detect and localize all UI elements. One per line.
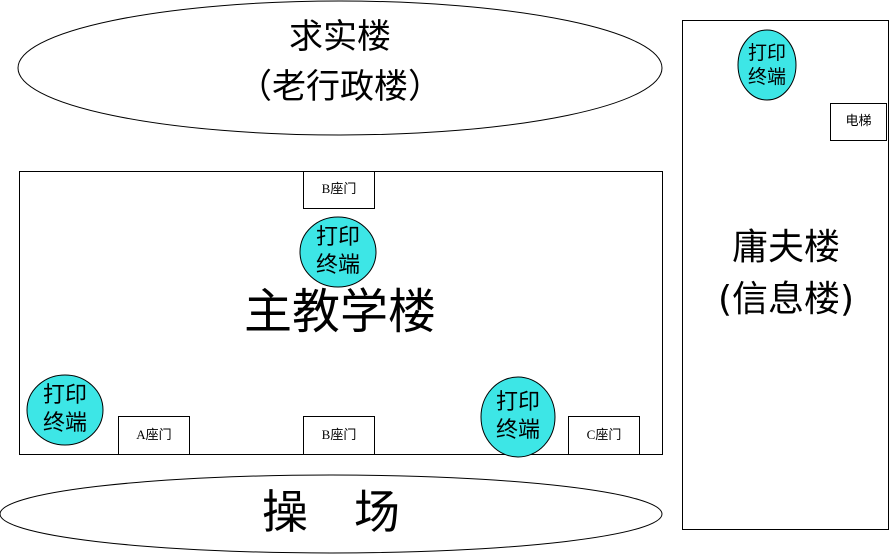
terminal-circle-right	[480, 376, 556, 458]
terminal-label: 打印	[495, 390, 540, 415]
gate-b-top-label: B座门	[321, 181, 357, 196]
terminal-label: 打印	[315, 225, 360, 250]
qiushi-building-shape	[17, 0, 663, 136]
gate-c-label: C座门	[586, 427, 622, 442]
terminal-label: 打印	[747, 42, 786, 64]
elevator-label: 电梯	[845, 113, 872, 128]
terminal-label: 终端	[495, 418, 540, 443]
terminal-main-right: 打印 终端	[481, 377, 555, 457]
gate-b-box	[303, 416, 375, 455]
gate-b-label: B座门	[321, 427, 357, 442]
terminal-label: 终端	[747, 66, 786, 88]
yongfu-alias: (信息楼)	[717, 279, 855, 320]
terminal-label: 打印	[42, 383, 87, 408]
gate-c-box	[568, 416, 640, 455]
terminal-label: 终端	[42, 411, 87, 436]
terminal-yongfu: 打印 终端	[738, 30, 796, 100]
gate-b-top-box	[303, 171, 375, 209]
gate-a-box	[118, 416, 190, 455]
qiushi-name: 求实楼	[289, 17, 391, 57]
yongfu-name: 庸夫楼	[731, 227, 840, 268]
main-building-name: 主教学楼	[243, 284, 436, 340]
terminal-main-top: 打印 终端	[300, 217, 376, 287]
terminal-circle-yongfu	[737, 29, 797, 101]
elevator-box	[830, 103, 887, 141]
gate-a-label: A座门	[136, 427, 172, 442]
terminal-circle-top	[299, 216, 377, 288]
qiushi-alias: （老行政楼）	[238, 67, 442, 107]
terminal-label: 终端	[315, 253, 360, 278]
terminal-circle-left	[26, 374, 104, 446]
playground-shape	[0, 474, 663, 554]
terminal-main-left: 打印 终端	[27, 375, 103, 445]
playground-name: 操 场	[262, 485, 400, 539]
